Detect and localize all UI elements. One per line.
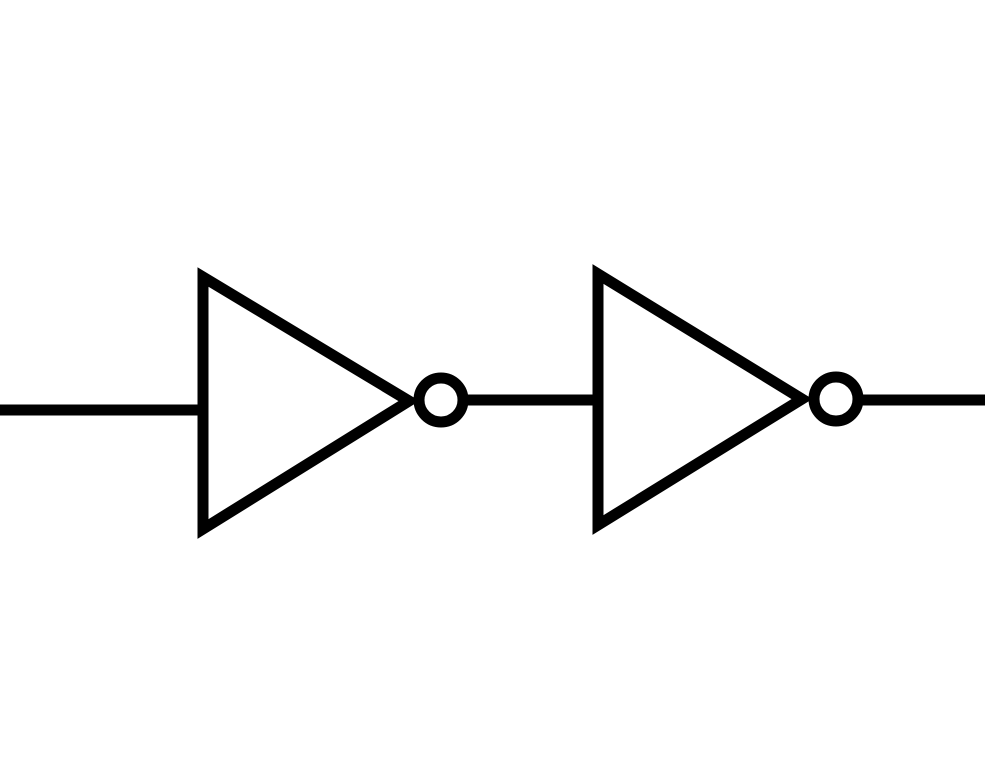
- not-gate-2: [592, 264, 864, 535]
- inverter-icon: [197, 267, 420, 539]
- inversion-bubble: [808, 371, 864, 427]
- not-gate-1: [197, 267, 469, 539]
- inversion-bubble: [413, 372, 469, 428]
- inverter-icon: [592, 264, 813, 535]
